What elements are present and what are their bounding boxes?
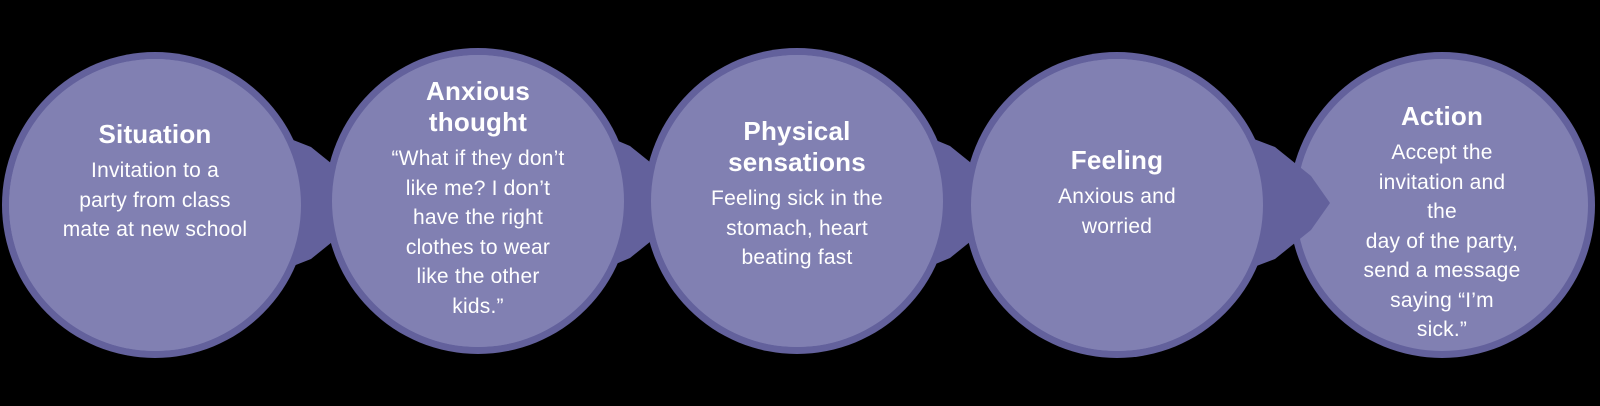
circle-fill [332,55,624,347]
body-line: Anxious and [1058,185,1176,208]
node-title: Action [1363,101,1521,132]
node-title: Physical sensations [711,116,883,178]
title-line: Anxious [426,76,530,106]
body-line: mate at new school [62,218,248,241]
node-action: Action Accept the invitation and the day… [1363,101,1521,345]
body-line: like the other [416,265,540,288]
node-title: Situation [63,119,248,150]
node-anxious-thought: Anxious thought “What if they don’t like… [391,76,564,321]
node-body: “What if they don’t like me? I don’t hav… [391,144,564,321]
node-title: Anxious thought [391,76,564,138]
body-line: day of the party, [1365,229,1519,253]
circle-fill [1296,59,1588,351]
body-line: saying “I’m sick.” [1390,288,1494,342]
node-feeling: Feeling Anxious and worried [1058,145,1176,241]
body-line: Accept the [1391,141,1493,164]
body-line: Invitation to a [91,159,219,182]
node-body: Anxious and worried [1058,182,1176,241]
node-situation: Situation Invitation to a party from cla… [63,119,248,245]
body-line: like me? I don’t [405,176,551,200]
body-line: beating fast [741,246,853,269]
title-line: Feeling [1070,145,1164,175]
body-line: have the right [412,206,544,229]
body-line: stomach, heart [726,216,868,240]
body-line: invitation and the [1378,170,1506,224]
body-line: Feeling sick in the [711,187,883,210]
body-line: worried [1081,214,1153,238]
node-body: Accept the invitation and the day of the… [1363,138,1521,345]
node-physical-sensations: Physical sensations Feeling sick in the … [711,116,883,273]
circle-fill [971,59,1263,351]
circle-fill [651,55,943,347]
body-line: send a message [1363,259,1521,282]
title-line: sensations [728,147,866,177]
arrows [9,55,1330,351]
circle-fill [9,59,301,351]
title-line: Action [1400,101,1484,131]
title-line: Physical [743,116,851,146]
node-body: Invitation to a party from class mate at… [63,156,248,245]
title-line: Situation [98,119,212,149]
node-title: Feeling [1058,145,1176,176]
body-line: “What if they don’t [391,147,565,170]
body-line: clothes to wear [405,235,551,259]
title-line: thought [428,107,528,137]
node-body: Feeling sick in the stomach, heart beati… [711,184,883,273]
body-line: kids.” [452,294,504,318]
body-line: party from class [79,188,231,212]
